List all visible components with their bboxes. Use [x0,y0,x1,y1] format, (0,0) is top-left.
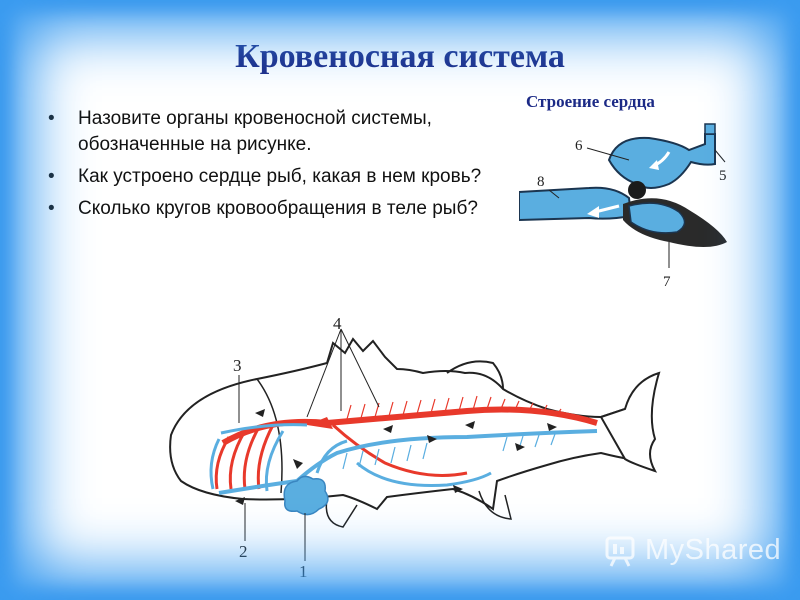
vessel-shape [704,123,716,135]
gill-artery [242,426,261,490]
flow-arrow [587,206,599,218]
hepatic-vein [315,439,348,474]
fish-label: 1 [299,562,308,581]
gill-vein [209,438,221,490]
dorsal-fin [446,360,504,390]
heart-shape [283,475,329,516]
chamber-shape [628,202,686,234]
visceral-artery [331,423,468,477]
vessel-shape [518,186,633,222]
leader-line [586,147,630,161]
cardinal-vein [218,429,598,495]
fish-label: 2 [239,542,248,561]
slide-title: Кровеносная система [235,38,565,75]
leader-line [548,189,560,199]
gill-artery [256,424,275,490]
watermark: MyShared [603,532,781,568]
heart-caption: Строение сердца [526,92,655,111]
leader-line [340,328,380,408]
watermark-text: MyShared [645,533,782,566]
gill-artery [214,436,231,490]
fish-diagram: 4 3 2 1 [147,313,661,583]
question-list: Назовите органы кровеносной системы, обо… [46,106,486,228]
aorta-junction [307,417,333,429]
fish-label: 4 [333,314,342,333]
heart-label: 8 [537,174,545,190]
gill-cover [256,378,283,494]
ventral-fin [325,498,358,528]
fish-label: 3 [233,356,242,375]
question-item: Как устроено сердце рыб, какая в нем кро… [46,164,486,190]
heart-illustration: 6 8 5 7 [518,123,727,290]
question-item: Сколько кругов кровообращения в теле рыб… [46,196,486,222]
gill-artery [228,430,247,490]
leader-line [306,328,342,418]
gill-vein [264,430,285,492]
valve-shape [628,181,646,199]
capillary-fringe [346,395,562,420]
heart-label: 6 [575,138,583,154]
anal-fin [478,490,512,520]
flow-arrow [649,160,659,170]
fish-illustration: 4 3 2 1 [169,314,661,581]
leader-line [714,149,726,163]
head-vein [220,423,308,435]
visceral-vein [356,461,492,487]
myshared-logo-icon [605,536,635,567]
heart-diagram: 6 8 5 7 [518,120,740,300]
heart-label: 7 [663,274,671,290]
flow-arrows [235,409,557,505]
heart-label: 5 [719,168,727,184]
question-item: Назовите органы кровеносной системы, обо… [46,106,486,158]
fish-tail [599,371,661,473]
